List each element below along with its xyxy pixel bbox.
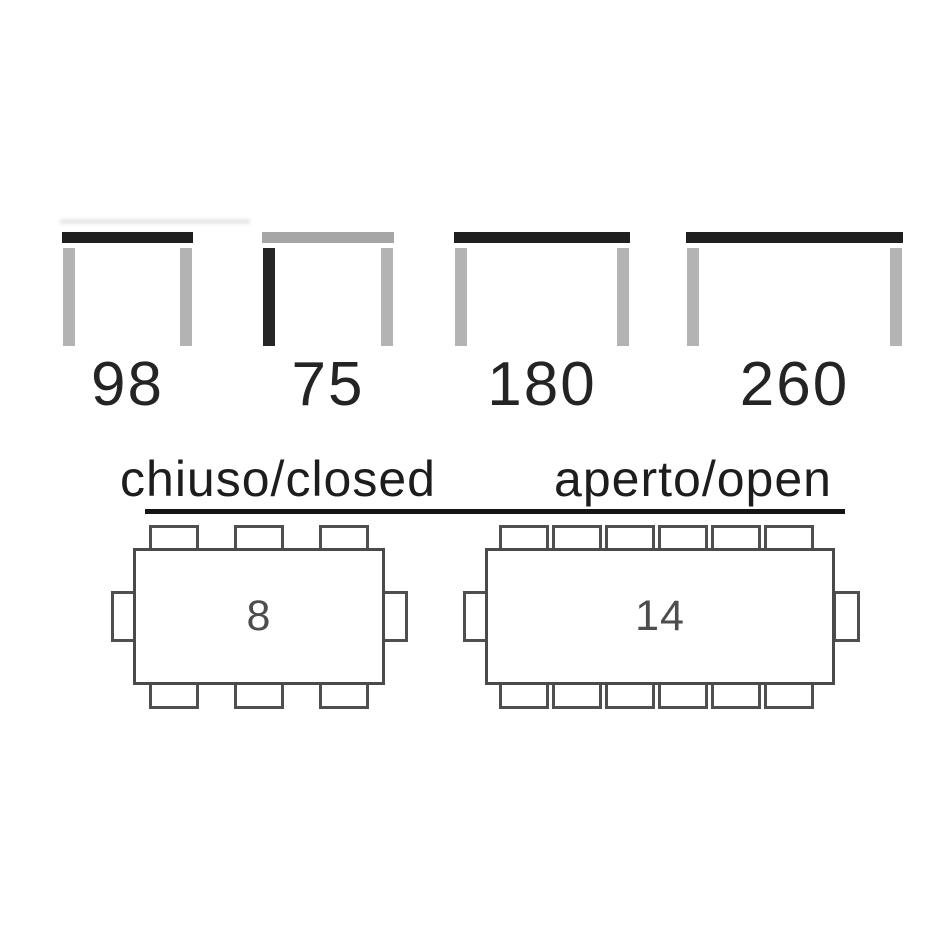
tabletop-open: 14 xyxy=(485,548,835,685)
faded-print-artifact xyxy=(60,219,250,224)
chair-icon xyxy=(605,682,655,709)
chair-row-bottom xyxy=(133,682,385,709)
tabletop-closed: 8 xyxy=(133,548,385,685)
side-view-depth-98: 98 xyxy=(60,219,250,422)
right-leg xyxy=(381,248,393,346)
chair-icon xyxy=(764,682,814,709)
closed-section-label: chiuso/closed xyxy=(120,451,436,507)
dimension-value: 75 xyxy=(291,350,365,419)
side-view-width-180: 180 xyxy=(454,232,630,422)
side-view-width-260: 260 xyxy=(686,232,903,422)
dimension-value: 180 xyxy=(487,350,597,419)
chair-row-bottom xyxy=(485,682,835,709)
top-view-open: 14 xyxy=(463,525,860,710)
chair-icon xyxy=(711,682,761,709)
left-leg xyxy=(455,248,467,346)
tabletop-bar xyxy=(454,232,630,243)
right-leg xyxy=(180,248,192,346)
chair-icon xyxy=(149,682,199,709)
dimension-value: 98 xyxy=(91,350,164,419)
chair-icon-right xyxy=(833,591,860,642)
left-leg xyxy=(687,248,699,346)
seat-count: 8 xyxy=(246,592,272,640)
tabletop-bar xyxy=(686,232,903,243)
chair-icon xyxy=(658,525,708,552)
chair-icon xyxy=(234,682,284,709)
side-view-height-75: 75 xyxy=(262,232,394,422)
right-leg xyxy=(890,248,902,346)
chair-icon xyxy=(605,525,655,552)
chair-icon xyxy=(234,525,284,552)
seat-count: 14 xyxy=(635,592,685,640)
dimension-value: 260 xyxy=(739,350,850,419)
tabletop-bar xyxy=(62,232,193,243)
chair-icon xyxy=(552,682,602,709)
chair-icon xyxy=(499,682,549,709)
tabletop-bar xyxy=(262,232,394,243)
left-leg xyxy=(263,248,275,346)
chair-icon xyxy=(319,682,369,709)
section-underline xyxy=(145,509,845,514)
left-leg xyxy=(63,248,75,346)
chair-icon xyxy=(658,682,708,709)
chair-icon-right xyxy=(381,591,408,642)
top-view-closed: 8 xyxy=(111,525,408,710)
open-section-label: aperto/open xyxy=(554,451,832,507)
right-leg xyxy=(617,248,629,346)
chair-row-top xyxy=(485,525,835,552)
